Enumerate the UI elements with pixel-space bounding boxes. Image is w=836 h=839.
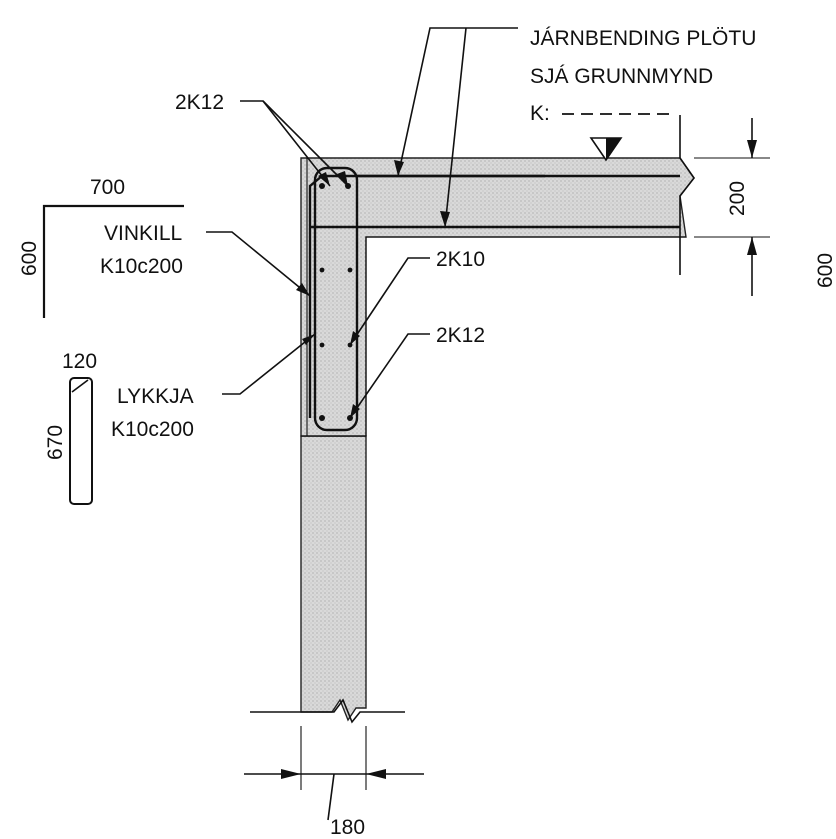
beam-depth-dimension: 600 <box>814 253 836 288</box>
rebar-dot <box>319 183 325 189</box>
concrete-wall <box>300 435 367 722</box>
angle-vertical-leg: 600 <box>18 241 41 276</box>
arrowhead <box>350 331 360 345</box>
dim-leader-180 <box>327 773 335 821</box>
top-bars-label: 2K12 <box>175 91 224 114</box>
loop-shape-hook <box>71 379 89 393</box>
arrowhead <box>394 160 404 176</box>
slab-reinforcement-note: SJÁ GRUNNMYND <box>530 65 713 88</box>
slab-reinforcement-label: JÁRNBENDING PLÖTU <box>530 27 756 50</box>
side-bars-label: 2K10 <box>436 248 485 271</box>
leader-2k10 <box>349 257 430 346</box>
arrowhead <box>747 140 757 158</box>
level-triangle-fill-icon <box>606 138 621 160</box>
bottom-bars-label: 2K12 <box>436 324 485 347</box>
arrowhead <box>318 172 330 186</box>
leader-slab-2 <box>444 27 467 228</box>
leader-lykkja <box>222 333 316 395</box>
wall-thickness-dimension: 180 <box>330 816 365 839</box>
rebar-dot <box>319 267 325 273</box>
loop-stirrup <box>313 166 359 432</box>
arrowhead <box>747 237 757 255</box>
loop-label: LYKKJA <box>117 385 194 408</box>
slab-break-line <box>679 115 695 275</box>
angle-horizontal-leg: 700 <box>90 176 125 199</box>
arrowhead <box>366 769 386 779</box>
loop-width: 120 <box>62 350 97 373</box>
arrowhead <box>281 769 301 779</box>
leader-2k12-bottom <box>349 333 430 419</box>
rebar-dot <box>319 415 325 421</box>
loop-shape <box>69 377 93 505</box>
rebar-dot <box>319 342 325 348</box>
arrowhead <box>296 283 310 296</box>
angle-bar-label: VINKILL <box>104 222 182 245</box>
wall-break-line <box>250 698 405 724</box>
leader-slab-1 <box>397 27 518 177</box>
arrowhead <box>350 404 360 418</box>
level-marker-label: K: <box>530 102 550 125</box>
leader-vinkill <box>206 231 311 297</box>
leader-2k12-top-2 <box>262 100 349 187</box>
arrowhead <box>440 211 450 227</box>
loop-spacing: K10c200 <box>111 418 194 441</box>
arrowhead <box>302 334 315 345</box>
arrowhead <box>337 171 348 186</box>
rebar-dot <box>347 267 353 273</box>
slab-thickness-dimension: 200 <box>726 181 749 216</box>
loop-height: 670 <box>44 425 67 460</box>
concrete-beam-slab <box>300 157 695 437</box>
angle-bar-spacing: K10c200 <box>100 255 183 278</box>
angle-bar-shape <box>42 204 184 318</box>
